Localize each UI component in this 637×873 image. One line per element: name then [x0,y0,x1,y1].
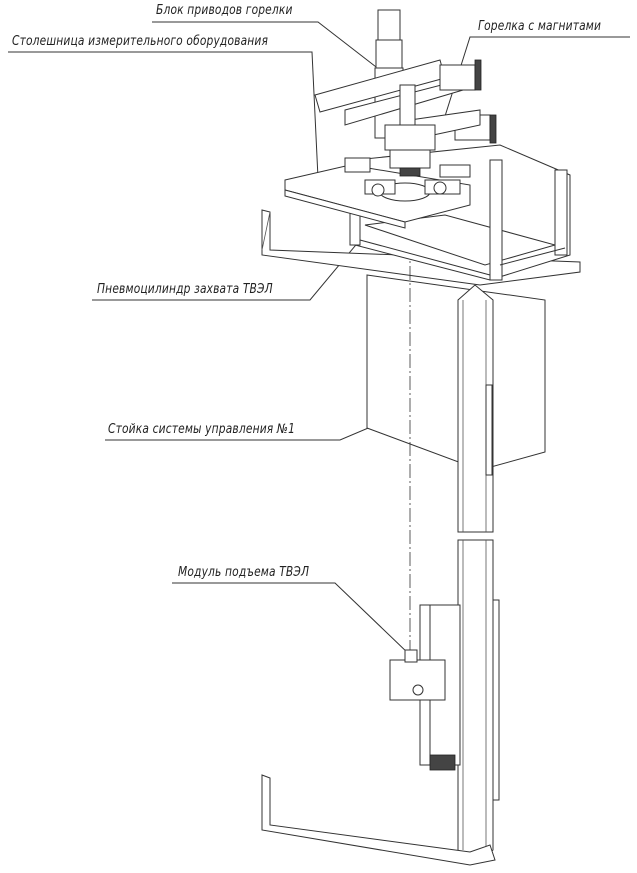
label-measuring-tabletop: Столешница измерительного оборудования [12,34,269,49]
control-cabinet [366,274,546,471]
label-burner-drive-block: Блок приводов горелки [156,3,293,18]
label-control-rack: Стойка системы управления №1 [108,422,296,437]
label-burner-with-magnets: Горелка с магнитами [478,19,602,34]
label-lifting-module: Модуль подъема ТВЭЛ [178,565,310,580]
bottom-channel [261,774,496,866]
label-pneumatic-cylinder: Пневмоцилиндр захвата ТВЭЛ [97,282,273,297]
burner-with-magnets [384,84,436,177]
pneumatic-cylinders [344,157,471,197]
vertical-rail [457,284,500,863]
lifting-module [389,604,461,771]
